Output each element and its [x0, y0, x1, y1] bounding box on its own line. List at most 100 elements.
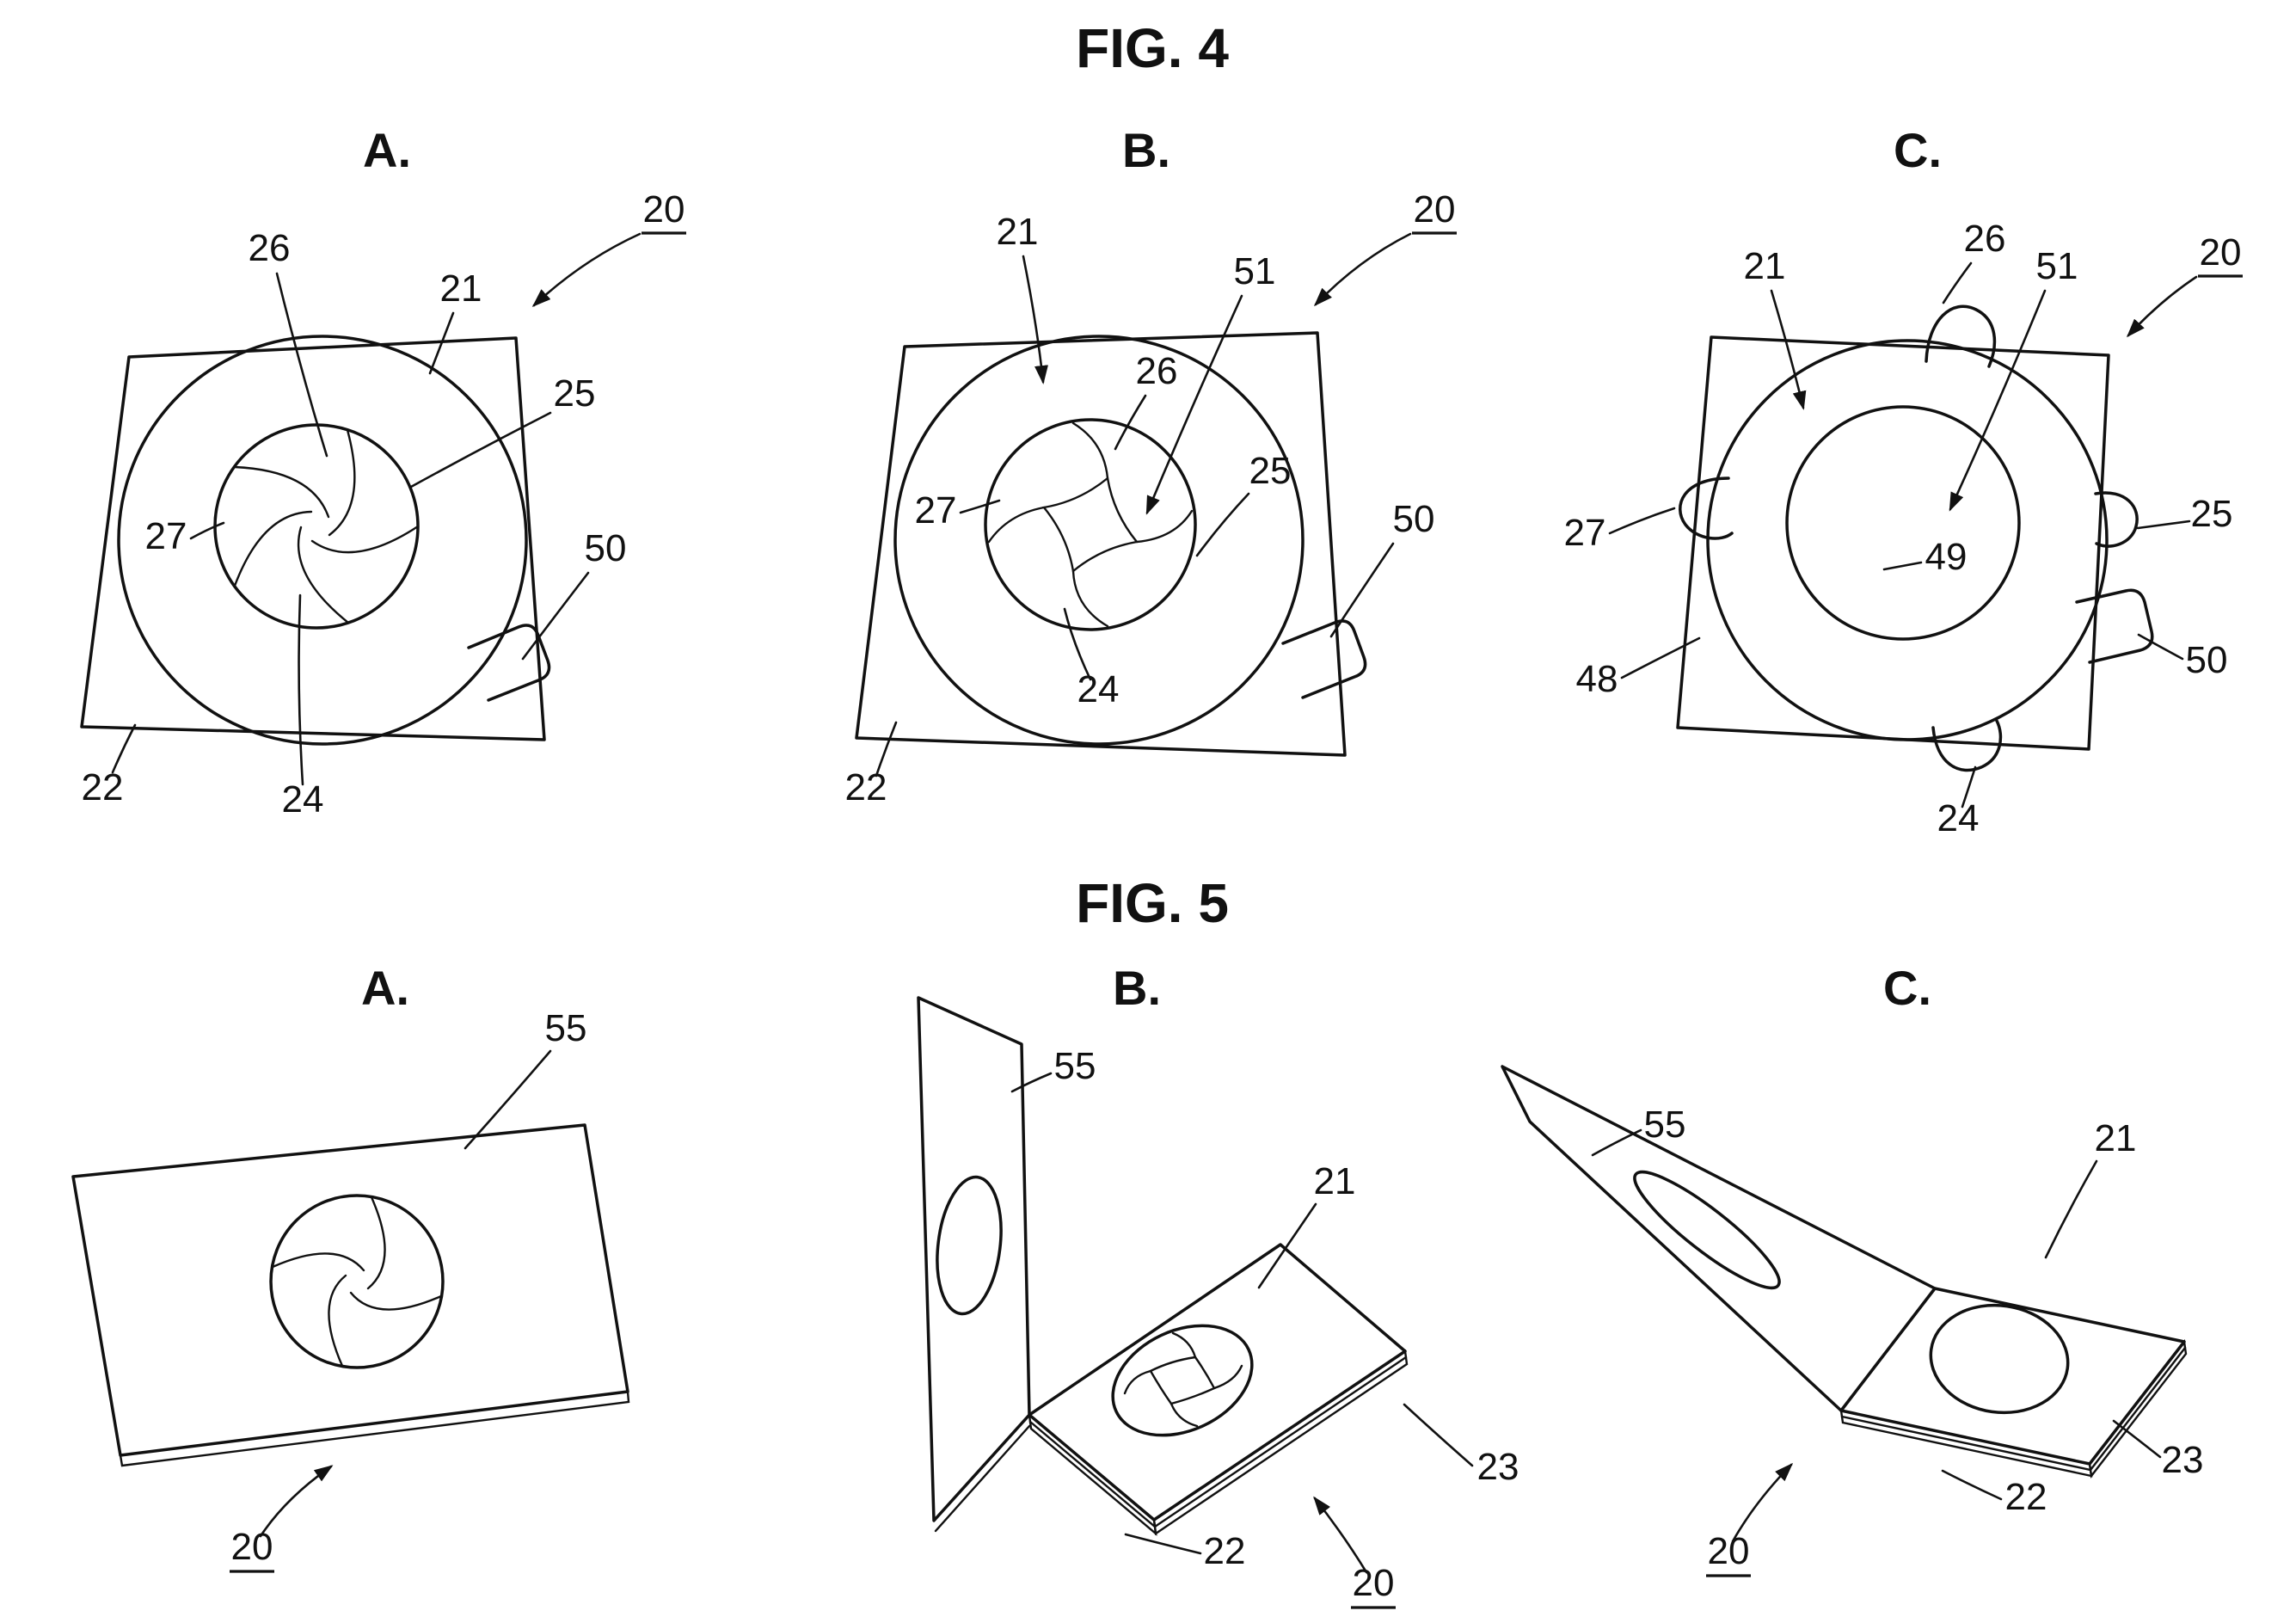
- ref-25: 25: [554, 372, 596, 415]
- ref-26: 26: [249, 227, 291, 269]
- card-edge-thickness: [119, 1390, 630, 1467]
- fig5-panel-b: B. 55 21 23 22 20: [917, 961, 1519, 1609]
- leader-50: [521, 571, 590, 661]
- ref-20: 20: [2200, 231, 2242, 274]
- ref-21: 21: [2095, 1117, 2137, 1159]
- ref-21: 21: [1744, 245, 1786, 287]
- iris-blade: [349, 1291, 443, 1311]
- ref-22: 22: [845, 766, 887, 808]
- ref-20: 20: [643, 188, 685, 231]
- ref-24: 24: [1077, 668, 1120, 710]
- ref-50: 50: [2186, 639, 2228, 681]
- ref-51: 51: [1234, 250, 1276, 292]
- plate-22-outline: [855, 331, 1347, 757]
- fig4a-letter: A.: [363, 123, 411, 177]
- ref-24: 24: [282, 778, 324, 821]
- leader-24: [1961, 765, 1977, 808]
- leader-21: [1257, 1202, 1317, 1289]
- leader-22: [875, 721, 898, 778]
- leader-22: [1941, 1469, 2003, 1501]
- leader-50: [1329, 542, 1395, 638]
- leader-26: [275, 272, 328, 458]
- iris-blade: [366, 1196, 386, 1290]
- arrow-20: [259, 1465, 334, 1538]
- leader-27: [1608, 507, 1676, 535]
- panel-oval-hole: [936, 1175, 1003, 1316]
- outer-ring-21: [117, 335, 528, 746]
- fig4-panel-c: C. 21 26 51 27 25 49 48 50 24 20: [1564, 123, 2243, 839]
- leader-24: [298, 593, 304, 786]
- ref-51: 51: [2036, 245, 2078, 287]
- tab-50-outline: [467, 624, 551, 702]
- leader-21: [2044, 1159, 2098, 1259]
- ref-21: 21: [1314, 1160, 1356, 1202]
- leader-27: [189, 521, 225, 540]
- plate-outline: [1676, 335, 2110, 751]
- leader-23: [1403, 1403, 1474, 1467]
- leader-25: [409, 411, 552, 489]
- leader-51-arrow: [1145, 294, 1243, 515]
- leader-27: [959, 499, 1001, 514]
- leader-50: [2137, 633, 2184, 661]
- leader-23: [2112, 1419, 2162, 1459]
- ref-21: 21: [440, 267, 482, 310]
- ref-27: 27: [915, 489, 957, 532]
- flap-oval-hole: [1633, 1170, 1781, 1290]
- leader-55: [1591, 1128, 1642, 1157]
- iris-circle: [984, 418, 1197, 631]
- iris-fold-line: [1169, 1402, 1199, 1428]
- ref-21: 21: [997, 211, 1039, 253]
- leader-22: [111, 723, 137, 774]
- outer-ring-21: [893, 335, 1305, 746]
- ref-48: 48: [1576, 658, 1618, 700]
- ref-20: 20: [1708, 1530, 1750, 1572]
- leader-26: [1114, 394, 1147, 451]
- iris-blade: [328, 1274, 347, 1368]
- ref-55: 55: [545, 1007, 587, 1049]
- leader-25: [2136, 519, 2191, 530]
- leader-49: [1882, 561, 1923, 571]
- layer-separation-line: [1840, 1346, 2187, 1472]
- ref-55: 55: [1054, 1045, 1096, 1087]
- iris-blade: [233, 510, 313, 587]
- iris-fold-line: [1123, 1369, 1152, 1395]
- leader-22: [1124, 1533, 1202, 1555]
- ref-49: 49: [1925, 536, 1968, 578]
- open-aperture-49: [1785, 405, 2021, 641]
- iris-blade: [297, 526, 350, 624]
- arrow-20: [1731, 1462, 1794, 1543]
- petal-27: [1679, 476, 1734, 540]
- iris-blade: [233, 465, 330, 519]
- fig5-panel-c: C. 55 21 23 22 20: [1501, 961, 2204, 1577]
- aperture-circle: [1929, 1303, 2070, 1415]
- fig4c-letter: C.: [1894, 123, 1942, 177]
- leader-21-arrow: [1022, 255, 1048, 384]
- iris-circle-closed: [213, 423, 420, 630]
- ref-26: 26: [1136, 350, 1178, 392]
- iris-fold-line: [1171, 1331, 1197, 1359]
- ref-55: 55: [1644, 1104, 1686, 1146]
- iris-fold-line: [1135, 509, 1194, 544]
- iris-circle-closed: [269, 1194, 445, 1369]
- leader-25: [1195, 492, 1250, 557]
- ref-24: 24: [1937, 797, 1980, 839]
- base-panel-21: [1028, 1243, 1407, 1522]
- leader-24: [1063, 607, 1092, 681]
- upright-panel-55: [917, 996, 1031, 1522]
- ref-25: 25: [1249, 450, 1292, 492]
- leader-51-arrow: [1949, 289, 2047, 512]
- ref-20: 20: [231, 1526, 273, 1568]
- iris-circle: [1111, 1324, 1254, 1437]
- petal-26: [1925, 304, 1997, 368]
- ref-27: 27: [145, 515, 187, 557]
- arrow-20: [531, 232, 642, 308]
- fig5b-letter: B.: [1113, 961, 1161, 1015]
- leader-26: [1942, 261, 1973, 304]
- leader-48: [1620, 636, 1701, 679]
- ref-23: 23: [1477, 1446, 1519, 1488]
- fig5a-letter: A.: [361, 961, 409, 1015]
- iris-opening: [1041, 476, 1139, 574]
- panel-bottom-thickness: [934, 1424, 1031, 1533]
- ref-23: 23: [2162, 1439, 2204, 1481]
